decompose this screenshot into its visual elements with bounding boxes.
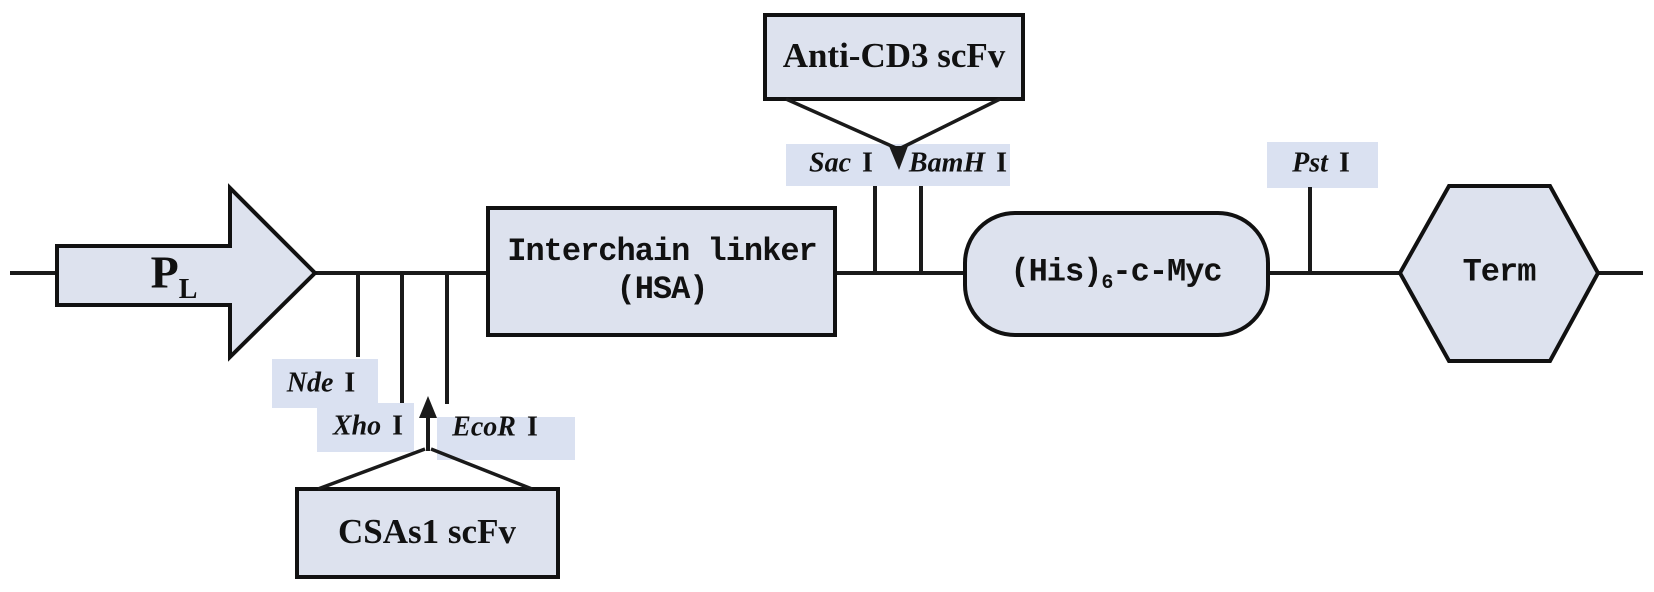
ecor-site-number: I xyxy=(526,411,538,443)
anti-cd3-funnel-left xyxy=(785,97,897,150)
promoter-label: PL xyxy=(150,246,198,303)
csas1-label: CSAs1 scFv xyxy=(338,511,516,551)
csas1-box xyxy=(295,487,560,579)
sac-site-label: Sac I xyxy=(809,147,873,180)
interchain-linker-label: Interchain linker (HSA) xyxy=(507,233,817,309)
sac-site-number: I xyxy=(862,147,873,179)
pst-label-band xyxy=(1267,142,1378,188)
pst-site-label: Pst I xyxy=(1292,147,1350,180)
xho-label-band xyxy=(317,403,414,452)
nde-site-label: Nde I xyxy=(286,367,356,400)
sac-site-name: Sac xyxy=(809,147,852,179)
nde-site-name: Nde xyxy=(286,367,334,399)
bamh-site-number: I xyxy=(996,147,1008,179)
his-myc-tag-box xyxy=(963,211,1270,337)
ecor-label-band xyxy=(437,417,575,460)
tag-pre: (His) xyxy=(1010,253,1102,291)
anti-cd3-box xyxy=(763,13,1025,101)
nde-label-band xyxy=(272,359,378,408)
csas1-funnel-right xyxy=(430,447,533,491)
anti-cd3-insert-arrowhead xyxy=(889,146,908,170)
ecor-site-label: EcoR I xyxy=(452,411,538,444)
terminator-label: Term xyxy=(1462,253,1537,291)
xho-site-label: Xho I xyxy=(332,410,404,443)
nde-site-number: I xyxy=(344,367,356,399)
ecor-site-name: EcoR xyxy=(452,411,516,443)
interchain-linker-line2: (HSA) xyxy=(616,271,708,308)
interchain-linker-line1: Interchain linker xyxy=(507,233,817,270)
interchain-linker-box xyxy=(486,206,837,337)
bamh-site-name: BamH xyxy=(908,147,986,179)
xho-site-number: I xyxy=(392,410,404,442)
csas1-funnel-left xyxy=(317,447,426,491)
csas1-insert-arrowhead xyxy=(419,396,437,418)
anti-cd3-label: Anti-CD3 scFv xyxy=(782,35,1006,75)
promoter-label-main: P xyxy=(150,246,179,298)
pst-site-number: I xyxy=(1338,147,1350,179)
terminator-hexagon xyxy=(1397,184,1601,363)
his-myc-tag-label: (His)6-c-Myc xyxy=(1010,253,1222,293)
xho-site-name: Xho xyxy=(332,410,382,442)
promoter-label-sub: L xyxy=(178,273,198,305)
pst-site-name: Pst xyxy=(1292,147,1328,179)
anti-cd3-funnel-right xyxy=(900,97,1001,150)
tag-post: -c-Myc xyxy=(1112,253,1222,291)
tag-sub: 6 xyxy=(1101,271,1113,295)
bamh-site-label: BamH I xyxy=(908,147,1008,180)
promoter-arrow xyxy=(55,183,318,362)
